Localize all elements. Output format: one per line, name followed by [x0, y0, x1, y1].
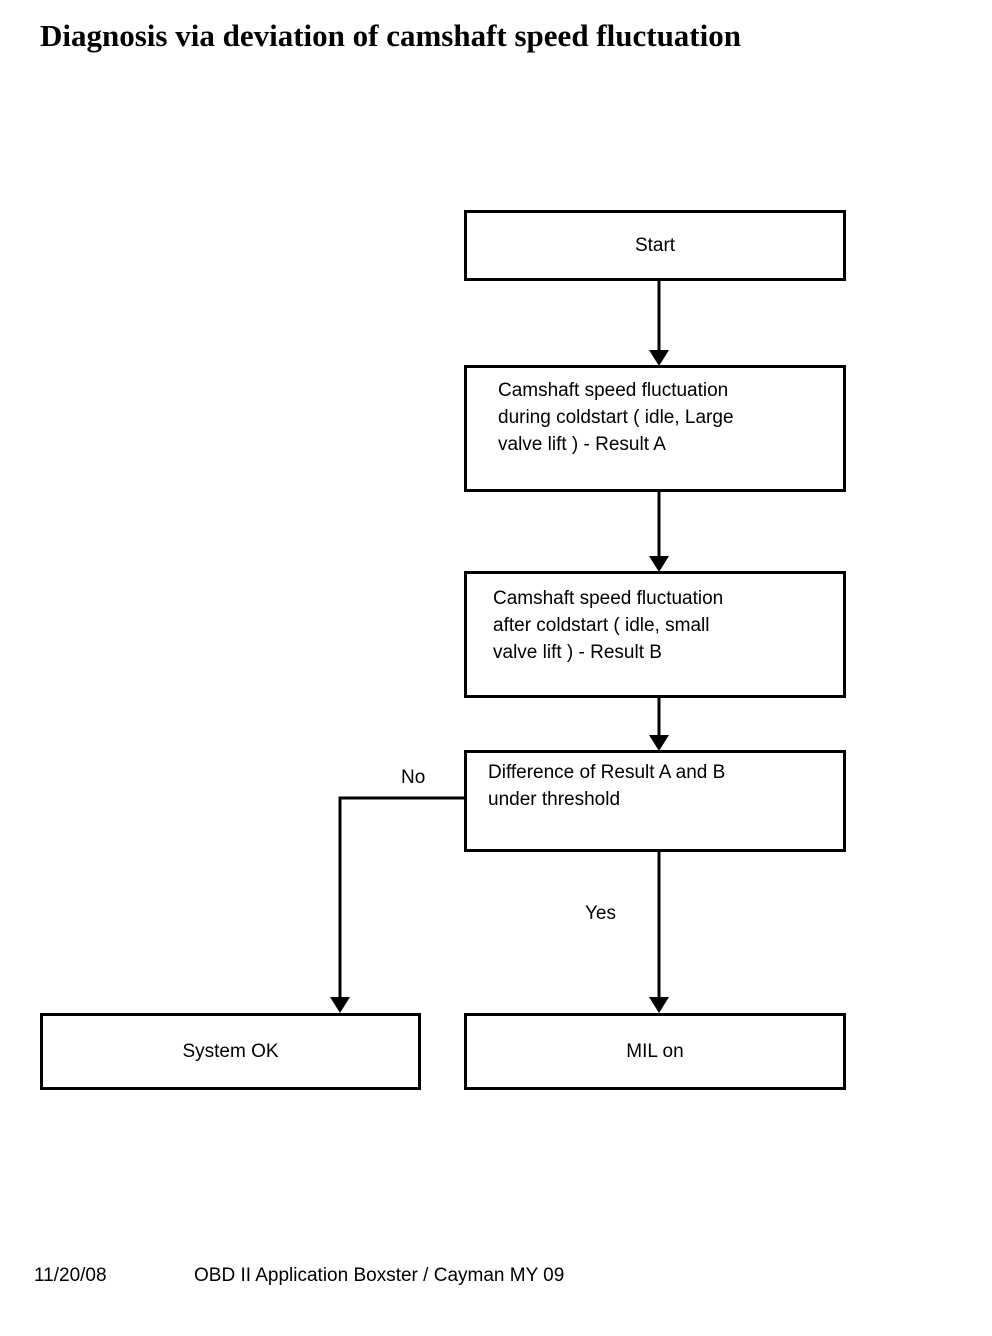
node-decision-line2: under threshold — [488, 789, 621, 810]
node-result-b-line2: after coldstart ( idle, small — [493, 615, 710, 636]
flowchart-node-start: Start — [464, 210, 846, 281]
flowchart-node-decision: Difference of Result A and B under thres… — [464, 750, 846, 852]
connector-decision-to-systemok-no — [338, 796, 464, 999]
page-title: Diagnosis via deviation of camshaft spee… — [40, 18, 741, 53]
node-result-a-line2: during coldstart ( idle, Large — [498, 407, 734, 428]
arrowhead-into-milon — [649, 997, 669, 1013]
arrowhead-into-systemok — [330, 997, 350, 1013]
node-result-a-line1: Camshaft speed fluctuation — [498, 380, 729, 401]
node-result-a-line3: valve lift ) - Result A — [498, 434, 666, 455]
edge-label-no: No — [401, 767, 426, 788]
edge-label-yes: Yes — [585, 903, 616, 924]
arrowhead-into-resulta — [649, 350, 669, 366]
flowchart-node-result-a: Camshaft speed fluctuation during coldst… — [464, 365, 846, 492]
flowchart-node-result-b: Camshaft speed fluctuation after coldsta… — [464, 571, 846, 698]
node-mil-on-label: MIL on — [626, 1041, 684, 1062]
flowchart-node-system-ok: System OK — [40, 1013, 421, 1090]
node-result-b-line3: valve lift ) - Result B — [493, 642, 662, 663]
node-decision-line1: Difference of Result A and B — [488, 762, 726, 783]
footer-document-title: OBD II Application Boxster / Cayman MY 0… — [194, 1265, 565, 1286]
node-system-ok-label: System OK — [182, 1041, 279, 1062]
arrowhead-into-resultb — [649, 556, 669, 572]
flowchart-node-mil-on: MIL on — [464, 1013, 846, 1090]
footer-date: 11/20/08 — [34, 1265, 107, 1286]
node-result-b-line1: Camshaft speed fluctuation — [493, 588, 724, 609]
arrowhead-into-decision — [649, 735, 669, 751]
node-start-label: Start — [634, 235, 676, 256]
